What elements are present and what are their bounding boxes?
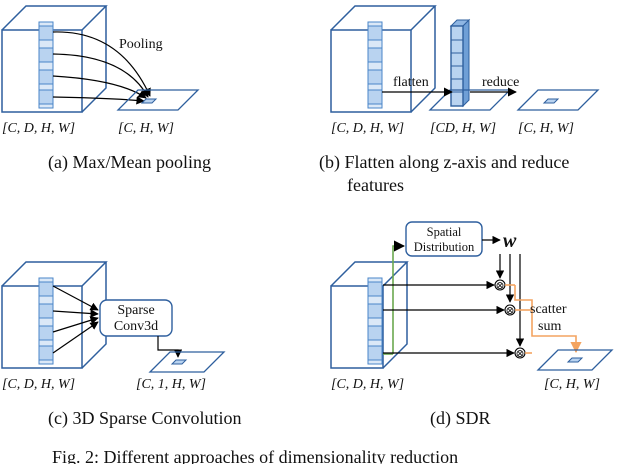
otimes-3: ⊗ xyxy=(515,348,524,360)
pooling-label: Pooling xyxy=(119,37,163,52)
voxel-column-d xyxy=(367,277,383,365)
dim-in-b: [C, D, H, W] xyxy=(331,121,404,136)
sparse-conv3d-box xyxy=(99,299,173,337)
panel-b: flatten reduce [C, D, H, W] [CD, H, W] [… xyxy=(319,5,600,195)
multiply-ops: ⊗ ⊗ ⊗ xyxy=(494,279,526,360)
caption-c: (c) 3D Sparse Convolution xyxy=(48,408,241,429)
dim-out-c: [C, 1, H, W] xyxy=(136,377,206,392)
w-symbol: w xyxy=(503,230,517,252)
cube-a xyxy=(1,5,108,113)
sparse-conv-label-2: Conv3d xyxy=(114,319,158,334)
reduce-label: reduce xyxy=(482,75,519,90)
feature-rows xyxy=(383,280,515,358)
output-plane-a xyxy=(116,89,200,111)
dim-mid-b: [CD, H, W] xyxy=(430,121,496,136)
otimes-1: ⊗ xyxy=(495,280,504,292)
dim-in-a: [C, D, H, W] xyxy=(2,121,75,136)
panel-c: Sparse Conv3d [C, D, H, W] [C, 1, H, W] … xyxy=(1,261,241,429)
voxel-column-b xyxy=(367,21,383,109)
caption-b-line1: (b) Flatten along z-axis and reduce xyxy=(319,152,569,173)
output-plane-b xyxy=(516,89,600,111)
panel-d: Spatial Distribution w ⊗ ⊗ ⊗ xyxy=(330,221,614,429)
spatial-label-1: Spatial xyxy=(427,225,462,239)
flatten-label: flatten xyxy=(393,75,429,90)
cube-b xyxy=(330,5,437,113)
cube-d xyxy=(330,261,409,369)
dim-in-c: [C, D, H, W] xyxy=(2,377,75,392)
green-feature-path xyxy=(392,240,406,354)
conv-output-arrow xyxy=(157,336,183,358)
pooling-arrows-a xyxy=(52,31,151,105)
output-plane-d xyxy=(536,349,614,371)
spatial-distribution-box xyxy=(405,221,483,257)
scatter-label-1: scatter xyxy=(530,302,567,317)
dim-out-d: [C, H, W] xyxy=(544,377,600,392)
conv-arrows-c xyxy=(52,285,99,354)
panel-a: Pooling [C, D, H, W] [C, H, W] (a) Max/M… xyxy=(1,5,211,173)
scatter-label-2: sum xyxy=(538,319,561,334)
flattened-column-b xyxy=(449,18,471,108)
caption-d: (d) SDR xyxy=(430,408,491,429)
figure-caption: Fig. 2: Different approaches of dimensio… xyxy=(52,447,458,464)
otimes-2: ⊗ xyxy=(505,305,514,317)
spatial-label-2: Distribution xyxy=(414,240,475,254)
dim-out-b: [C, H, W] xyxy=(518,121,574,136)
caption-b-line2: features xyxy=(347,175,404,195)
dim-in-d: [C, D, H, W] xyxy=(331,377,404,392)
output-plane-c xyxy=(148,351,226,373)
voxel-column-c xyxy=(38,277,54,365)
dim-out-a: [C, H, W] xyxy=(118,121,174,136)
voxel-column-a xyxy=(38,21,54,109)
sparse-conv-label-1: Sparse xyxy=(117,303,154,318)
intermediate-plane-b xyxy=(428,89,512,111)
scatter-sum-path xyxy=(505,284,582,354)
caption-a: (a) Max/Mean pooling xyxy=(48,152,211,173)
